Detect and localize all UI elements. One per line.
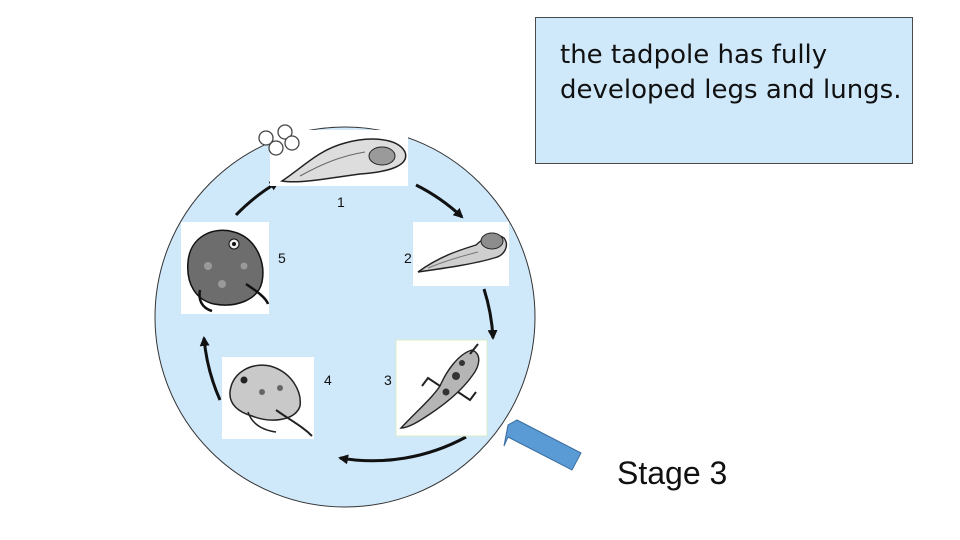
stage-number-5: 5 [278, 250, 286, 266]
explanation-callout: the tadpole has fully developed legs and… [535, 17, 913, 164]
frog-eggs-and-embryo-icon [259, 125, 408, 186]
stage-number-4: 4 [324, 372, 332, 388]
highlighted-stage-label: Stage 3 [617, 455, 727, 492]
pointer-arrow-icon [504, 420, 581, 470]
stage-number-3: 3 [384, 372, 392, 388]
stage-number-2: 2 [404, 250, 412, 266]
tadpole-with-legs-icon [396, 340, 487, 436]
stage-number-1: 1 [337, 194, 345, 210]
adult-frog-icon [181, 222, 269, 314]
tadpole-icon [413, 222, 509, 286]
callout-text: the tadpole has fully developed legs and… [560, 38, 910, 108]
froglet-icon [222, 357, 314, 439]
